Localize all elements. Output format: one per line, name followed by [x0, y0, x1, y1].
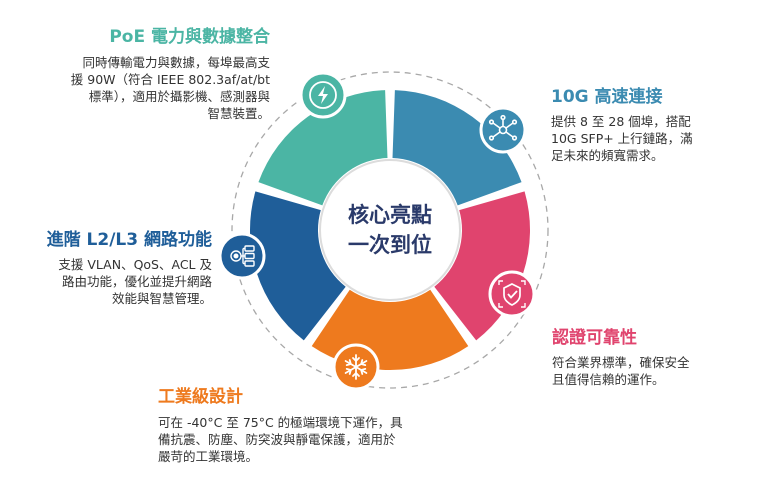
network-hub-icon: [479, 106, 527, 154]
center-circle: [319, 159, 461, 301]
feature-l2l3: 進階 L2/L3 網路功能 支援 VLAN、QoS、ACL 及 路由功能，優化並…: [12, 229, 212, 307]
feature-poe-title: PoE 電力與數據整合: [109, 27, 270, 47]
feature-industrial-title: 工業級設計: [158, 387, 243, 407]
outer-dashed-ring: [231, 71, 549, 389]
feature-reliable-title: 認證可靠性: [552, 328, 637, 348]
feature-reliable: 認證可靠性 符合業界標準，確保安全 且值得信賴的運作。: [552, 327, 752, 388]
network-management-icon: [218, 232, 266, 280]
segment-poe: [258, 90, 388, 206]
center-title-line2: 一次到位: [348, 233, 432, 257]
feature-industrial-desc: 可在 -40°C 至 75°C 的極端環境下運作，具 備抗震、防塵、防突波與靜電…: [158, 415, 403, 464]
shield-check-icon: [488, 270, 536, 318]
feature-l2l3-title: 進階 L2/L3 網路功能: [46, 230, 212, 250]
center-title-line1: 核心亮點: [348, 203, 432, 227]
feature-industrial: 工業級設計 可在 -40°C 至 75°C 的極端環境下運作，具 備抗震、防塵、…: [158, 386, 458, 465]
segment-10g: [392, 90, 522, 206]
feature-l2l3-desc: 支援 VLAN、QoS、ACL 及 路由功能，優化並提升網路 效能與智慧管理。: [58, 257, 212, 306]
segment-l2l3: [249, 191, 346, 341]
feature-10g-desc: 提供 8 至 28 個埠，搭配 10G SFP+ 上行鏈路，滿 足未來的頻寬需求…: [551, 114, 693, 163]
lightning-bolt-icon: [299, 71, 347, 119]
feature-poe-desc: 同時傳輸電力與數據，每埠最高支 援 90W（符合 IEEE 802.3af/at…: [70, 55, 270, 121]
feature-poe: PoE 電力與數據整合 同時傳輸電力與數據，每埠最高支 援 90W（符合 IEE…: [10, 26, 270, 122]
feature-reliable-desc: 符合業界標準，確保安全 且值得信賴的運作。: [552, 355, 690, 387]
feature-10g-title: 10G 高速連接: [551, 87, 663, 107]
feature-10g: 10G 高速連接 提供 8 至 28 個埠，搭配 10G SFP+ 上行鏈路，滿…: [551, 86, 751, 164]
snowflake-icon: [332, 343, 380, 391]
